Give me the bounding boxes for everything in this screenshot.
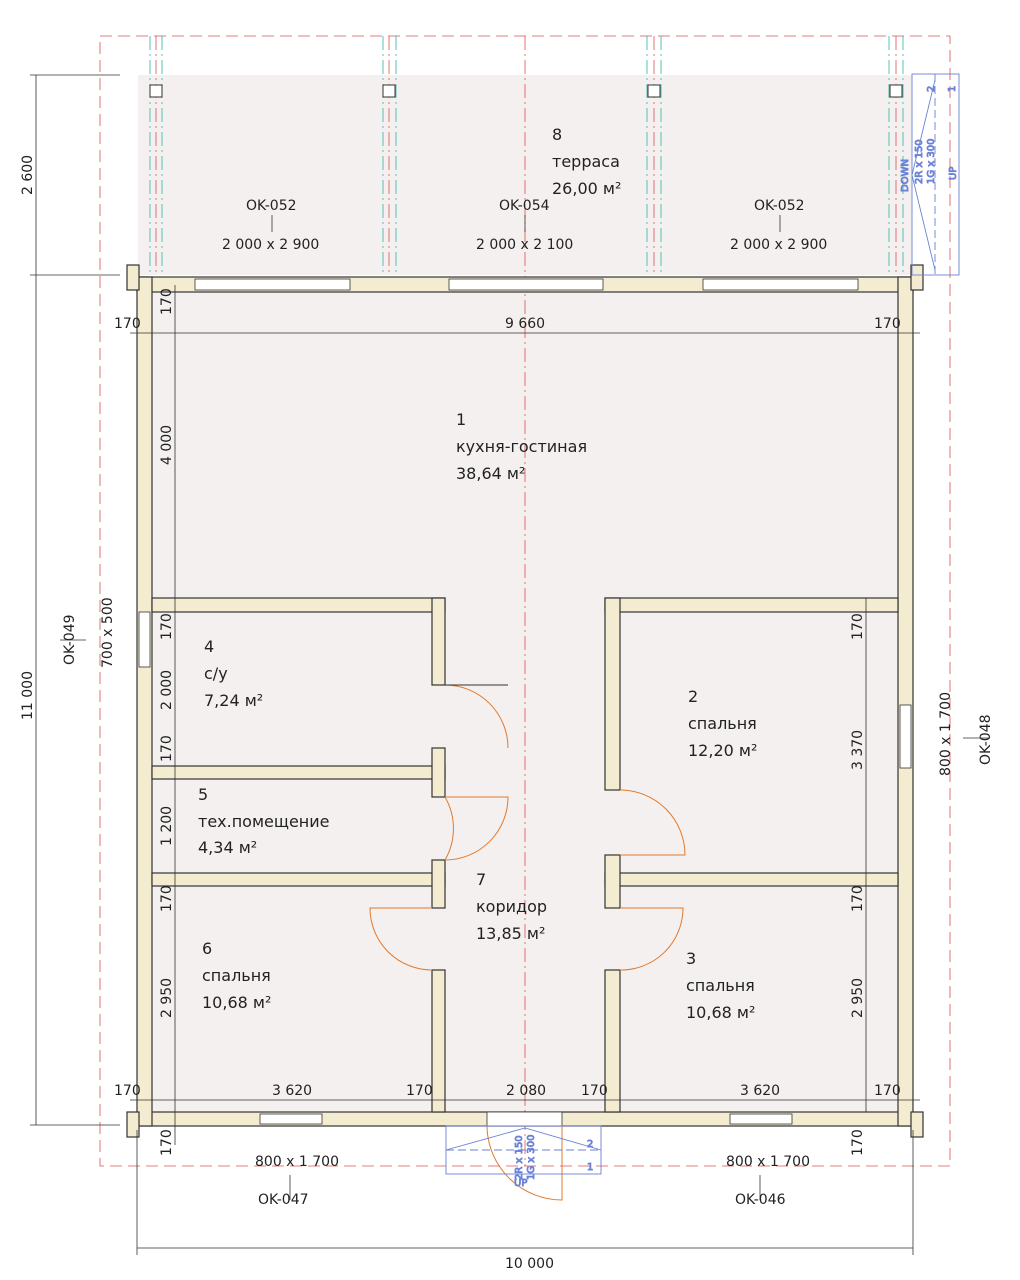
dimension-labels: 2 600 11 000 10 000 170 9 660 170 170 4 … xyxy=(20,155,901,1272)
room-area: 10,68 м² xyxy=(202,993,271,1012)
dim-label: 170 xyxy=(159,1129,175,1156)
window-id: OK-054 xyxy=(499,198,550,214)
room-1-label: 1 кухня-гостиная 38,64 м² xyxy=(456,410,587,483)
room-number: 6 xyxy=(202,939,212,958)
window-size: 800 x 1 700 xyxy=(938,692,954,776)
terrace-stairs: DOWN 2R x 150 1G x 300 UP 2 1 xyxy=(900,73,960,276)
dim-terrace-depth: 2 600 xyxy=(20,155,36,195)
window-id: OK-047 xyxy=(258,1192,309,1208)
room-5-label: 5 тех.помещение 4,34 м² xyxy=(198,785,330,857)
room-name: с/у xyxy=(204,664,228,683)
stair-up-label: UP xyxy=(948,167,959,180)
window-id: OK-048 xyxy=(978,714,994,765)
window-size: 2 000 x 2 900 xyxy=(730,237,827,253)
dim-label: 1 200 xyxy=(159,806,175,846)
dim-label: 9 660 xyxy=(505,316,545,332)
room-area: 12,20 м² xyxy=(688,741,757,760)
dim-label: 2 950 xyxy=(159,978,175,1018)
dim-total-depth: 11 000 xyxy=(20,671,36,720)
dim-label: 3 620 xyxy=(272,1083,312,1099)
window-size: 2 000 x 2 100 xyxy=(476,237,573,253)
room-2-label: 2 спальня 12,20 м² xyxy=(688,687,757,760)
room-name: спальня xyxy=(686,976,755,995)
stair-rise-label: 2R x 150 xyxy=(914,139,925,184)
stair-step-number: 2 xyxy=(926,86,937,92)
stair-direction-label: DOWN xyxy=(900,159,911,192)
dim-label: 170 xyxy=(159,735,175,762)
stair-step-number: 1 xyxy=(587,1162,593,1173)
room-number: 8 xyxy=(552,125,562,144)
dim-label: 3 620 xyxy=(740,1083,780,1099)
window-id: OK-052 xyxy=(246,198,297,214)
room-area: 38,64 м² xyxy=(456,464,525,483)
room-number: 1 xyxy=(456,410,466,429)
room-7-label: 7 коридор 13,85 м² xyxy=(476,870,547,943)
room-6-label: 6 спальня 10,68 м² xyxy=(202,939,271,1012)
dim-label: 170 xyxy=(850,885,866,912)
terrace-posts xyxy=(149,84,903,98)
room-number: 5 xyxy=(198,785,208,804)
window-openings xyxy=(138,278,912,1127)
window-size: 800 x 1 700 xyxy=(726,1154,810,1170)
dim-label: 170 xyxy=(406,1083,433,1099)
room-area: 10,68 м² xyxy=(686,1003,755,1022)
dim-label: 2 950 xyxy=(850,978,866,1018)
stair-rise-label: 2R x 150 xyxy=(514,1135,525,1180)
room-labels: 1 кухня-гостиная 38,64 м² 2 спальня 12,20 м²… xyxy=(198,125,757,1022)
room-3-label: 3 спальня 10,68 м² xyxy=(686,949,755,1022)
dim-label: 2 080 xyxy=(506,1083,546,1099)
room-area: 4,34 м² xyxy=(198,838,257,857)
window-id: OK-052 xyxy=(754,198,805,214)
room-4-label: 4 с/у 7,24 м² xyxy=(204,637,263,710)
room-number: 3 xyxy=(686,949,696,968)
window-size: 2 000 x 2 900 xyxy=(222,237,319,253)
dim-label: 170 xyxy=(114,316,141,332)
dim-label: 170 xyxy=(159,613,175,640)
room-name: спальня xyxy=(202,966,271,985)
room-area: 7,24 м² xyxy=(204,691,263,710)
window-size: 700 x 500 xyxy=(100,597,116,668)
dim-label: 170 xyxy=(874,1083,901,1099)
room-name: терраса xyxy=(552,152,620,171)
stair-step-number: 1 xyxy=(947,86,958,92)
room-number: 4 xyxy=(204,637,214,656)
room-area: 26,00 м² xyxy=(552,179,621,198)
room-number: 2 xyxy=(688,687,698,706)
dim-label: 170 xyxy=(850,1129,866,1156)
dimension-lines xyxy=(30,74,920,1255)
dim-label: 2 000 xyxy=(159,670,175,710)
window-tags: OK-052 2 000 x 2 900 OK-054 2 000 x 2 10… xyxy=(60,198,994,1208)
entrance-stairs: 2R x 150 1G x 300 UP 2 1 xyxy=(445,1125,602,1189)
window-size: 800 x 1 700 xyxy=(255,1154,339,1170)
room-8-label: 8 терраса 26,00 м² xyxy=(552,125,621,198)
room-area: 13,85 м² xyxy=(476,924,545,943)
room-name: коридор xyxy=(476,897,547,916)
dim-label: 170 xyxy=(159,288,175,315)
room-number: 7 xyxy=(476,870,486,889)
stair-going-label: 1G x 300 xyxy=(926,139,937,184)
dim-total-width: 10 000 xyxy=(505,1256,554,1272)
dim-label: 4 000 xyxy=(159,425,175,465)
dim-label: 3 370 xyxy=(850,730,866,770)
room-name: спальня xyxy=(688,714,757,733)
stair-up-label: UP xyxy=(514,1178,527,1189)
stair-step-number: 2 xyxy=(587,1139,593,1150)
stair-going-label: 1G x 300 xyxy=(526,1135,537,1180)
dim-label: 170 xyxy=(114,1083,141,1099)
room-name: тех.помещение xyxy=(198,812,330,831)
axis-lines xyxy=(149,36,904,1166)
door-swings xyxy=(369,684,686,1201)
room-name: кухня-гостиная xyxy=(456,437,587,456)
dim-label: 170 xyxy=(850,613,866,640)
window-id: OK-046 xyxy=(735,1192,786,1208)
dim-label: 170 xyxy=(581,1083,608,1099)
dim-label: 170 xyxy=(159,885,175,912)
dim-label: 170 xyxy=(874,316,901,332)
